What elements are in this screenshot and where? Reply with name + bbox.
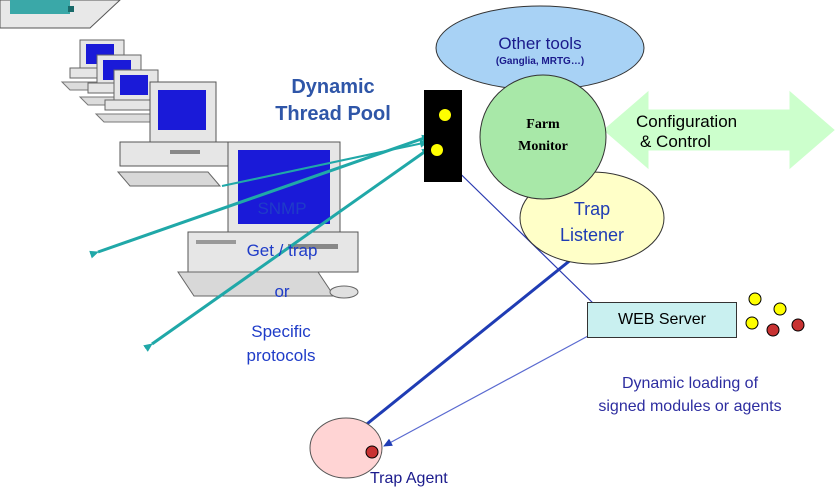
specific-protocols-label: Specific protocols [226, 320, 336, 368]
or-label: or [274, 282, 290, 301]
farm-monitor-label: Farm Monitor [493, 114, 593, 158]
other-tools-label: Other tools [498, 34, 582, 53]
thread-pool-label-line2: Thread Pool [275, 103, 391, 125]
web-server-box: WEB Server [587, 302, 737, 338]
trap-listener-label-line2: Listener [559, 225, 625, 245]
config-control-label: Configuration & Control [636, 112, 737, 152]
thread-dot [431, 144, 443, 156]
farm-monitor-circle [479, 74, 607, 200]
config-label-line1: Configuration [636, 112, 738, 131]
config-label-line2: & Control [640, 132, 711, 151]
other-tools-sublabel: (Ganglia, MRTG…) [495, 56, 585, 67]
dynamic-loading-label: Dynamic loading of signed modules or age… [560, 372, 820, 418]
thread-pool-label: Dynamic Thread Pool [258, 74, 408, 128]
trap-agent-label: Trap Agent [370, 470, 448, 487]
webserver-to-agent-arrow [383, 335, 589, 447]
thread-pool-box [424, 90, 462, 182]
trap-listener-label: Trap Listener [540, 196, 644, 248]
agent-dot [365, 445, 379, 459]
thread-pool-label-line1: Dynamic [291, 76, 375, 98]
trap-arrow [343, 244, 589, 445]
snmp-label: SNMP [257, 199, 307, 218]
thread-to-webserver-line [435, 149, 597, 307]
dynamic-loading-label-line1: Dynamic loading of [621, 375, 759, 392]
farm-monitor-label-line2: Monitor [518, 139, 568, 154]
computer-icon [94, 69, 166, 123]
trap-agent-circle [309, 417, 383, 479]
farm-monitor-label-line1: Farm [526, 117, 560, 132]
config-control-arrow [603, 90, 835, 170]
get-trap-label: Get / trap [246, 241, 318, 260]
modules-icon [745, 292, 805, 337]
computer-icon [0, 0, 121, 29]
specific-label-line2: protocols [246, 346, 316, 365]
thread-dot [439, 109, 451, 121]
dynamic-loading-label-line2: signed modules or agents [598, 398, 782, 415]
specific-label-line1: Specific [251, 322, 311, 341]
polling-arrow [221, 139, 429, 187]
trap-listener-label-line1: Trap [573, 199, 611, 219]
polling-arrow [143, 146, 431, 352]
